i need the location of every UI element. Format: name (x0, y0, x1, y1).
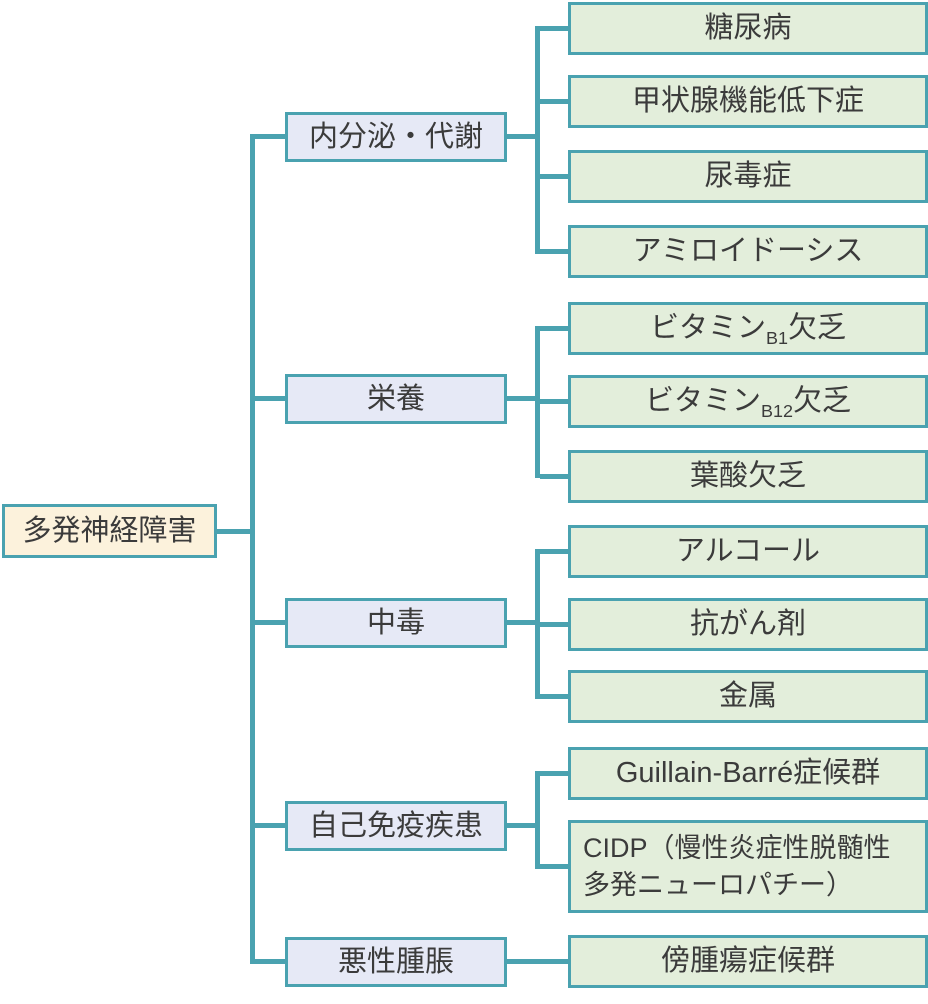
category-node-toxic: 中毒 (285, 598, 507, 648)
leaf-label: ビタミンB12欠乏 (644, 385, 851, 421)
category-label: 悪性腫脹 (337, 945, 454, 978)
leaf-label: アルコール (675, 535, 821, 568)
leaf-label: 甲状腺機能低下症 (631, 85, 864, 118)
root-connector-line (217, 529, 255, 534)
leaf-node-hypothyroidism: 甲状腺機能低下症 (568, 75, 928, 128)
leaf-node-metals: 金属 (568, 670, 928, 723)
stub-line (540, 549, 568, 554)
spine-line (535, 326, 540, 478)
leaf-label: 金属 (718, 680, 777, 713)
root-node-label: 多発神経障害 (22, 514, 197, 547)
leaf-node-alcohol: アルコール (568, 525, 928, 578)
stub-line (540, 694, 568, 699)
leaf-node-diabetes: 糖尿病 (568, 2, 928, 55)
spine-line (535, 771, 540, 869)
root-node: 多発神経障害 (2, 504, 217, 558)
stub-line (540, 622, 568, 627)
leaf-label: 傍腫瘍症候群 (660, 945, 835, 978)
category-label: 中毒 (366, 606, 425, 639)
stub-line (540, 326, 568, 331)
stub-line (540, 771, 568, 776)
category-node-malignancy: 悪性腫脹 (285, 937, 507, 987)
leaf-node-paraneoplastic-syndrome: 傍腫瘍症候群 (568, 935, 928, 988)
branch-line (250, 134, 285, 139)
leaf-node-uremia: 尿毒症 (568, 150, 928, 203)
category-connector-line (507, 134, 540, 139)
leaf-label: ビタミンB1欠乏 (649, 312, 846, 348)
category-label: 自己免疫疾患 (308, 809, 483, 842)
spine-line (535, 26, 540, 254)
branch-line (250, 396, 285, 401)
category-node-endocrine-metabolic: 内分泌・代謝 (285, 112, 507, 162)
leaf-node-cidp: CIDP（慢性炎症性脱髄性多発ニューロパチー） (568, 820, 928, 913)
trunk-line (250, 134, 255, 964)
leaf-node-folate-deficiency: 葉酸欠乏 (568, 450, 928, 503)
leaf-label: 葉酸欠乏 (689, 460, 806, 493)
category-connector-line (507, 823, 540, 828)
spine-line (535, 549, 540, 699)
category-node-nutrition: 栄養 (285, 374, 507, 424)
leaf-label: Guillain-Barré症候群 (615, 757, 881, 790)
branch-line (250, 620, 285, 625)
leaf-node-vitamin-b12-deficiency: ビタミンB12欠乏 (568, 375, 928, 428)
branch-line (250, 823, 285, 828)
stub-line (540, 399, 568, 404)
stub-line (540, 864, 568, 869)
stub-line (540, 174, 568, 179)
stub-line (540, 26, 568, 31)
stub-line (540, 99, 568, 104)
category-label: 栄養 (366, 382, 425, 415)
leaf-node-vitamin-b1-deficiency: ビタミンB1欠乏 (568, 302, 928, 355)
stub-line (540, 474, 568, 479)
leaf-label: CIDP（慢性炎症性脱髄性多発ニューロパチー） (583, 833, 891, 900)
leaf-label: 尿毒症 (704, 160, 792, 193)
category-node-autoimmune: 自己免疫疾患 (285, 801, 507, 851)
stub-line (540, 249, 568, 254)
leaf-node-amyloidosis: アミロイドーシス (568, 225, 928, 278)
category-connector-line (507, 959, 568, 964)
leaf-label: 抗がん剤 (689, 608, 806, 641)
category-connector-line (507, 396, 540, 401)
branch-line (250, 959, 285, 964)
leaf-label: 糖尿病 (704, 12, 792, 45)
leaf-node-anticancer-drugs: 抗がん剤 (568, 598, 928, 651)
category-connector-line (507, 620, 540, 625)
leaf-node-guillain-barre-syndrome: Guillain-Barré症候群 (568, 747, 928, 800)
leaf-label: アミロイドーシス (632, 235, 864, 268)
category-label: 内分泌・代謝 (308, 120, 483, 153)
